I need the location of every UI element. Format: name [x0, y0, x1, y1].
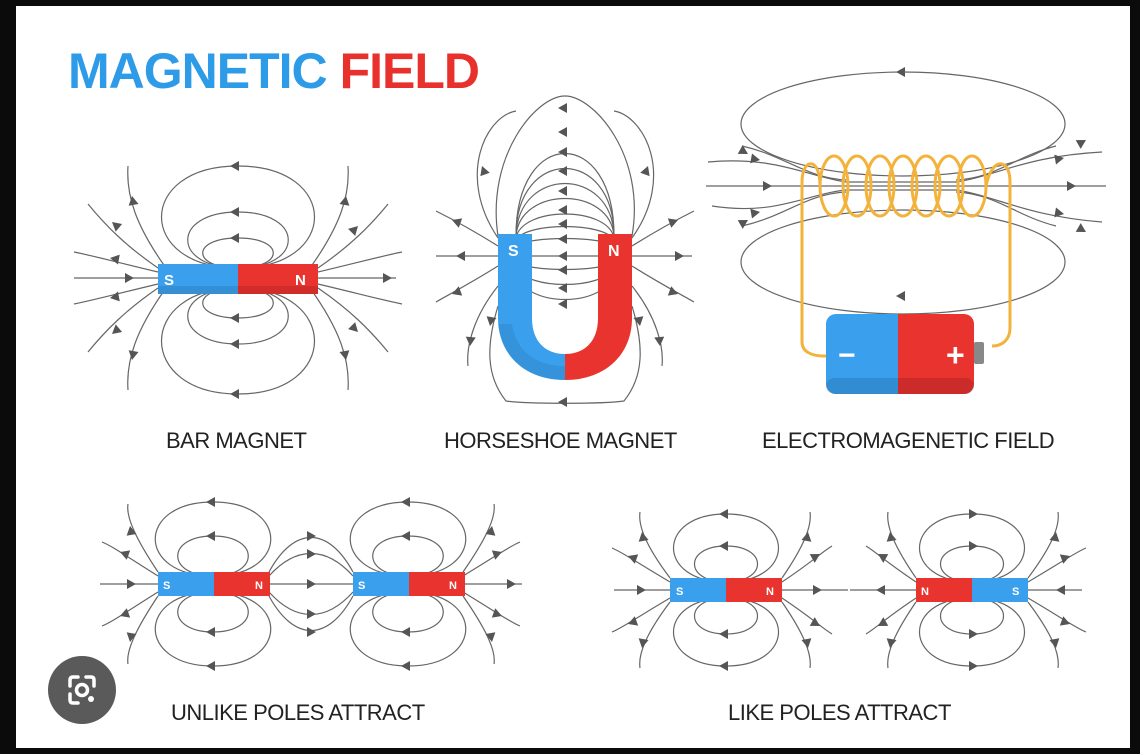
battery-plus-label: + — [946, 337, 965, 373]
unlike-s2-label: S — [358, 580, 365, 592]
battery — [826, 314, 984, 394]
label-like-poles: LIKE POLES ATTRACT — [728, 700, 951, 725]
horseshoe-south-label: S — [508, 243, 519, 260]
unlike-n2-label: N — [449, 580, 457, 592]
unlike-poles-magnets — [158, 572, 465, 596]
label-bar-magnet: BAR MAGNET — [166, 428, 307, 453]
lens-camera-icon[interactable] — [48, 656, 116, 724]
like-poles-magnets — [670, 578, 1028, 602]
like-s1-label: S — [676, 586, 683, 598]
bar-north-label: N — [295, 272, 306, 289]
magnetic-field-illustration: S N S N S N S N S N N S − + — [73, 67, 1106, 671]
like-s2-label: S — [1012, 586, 1019, 598]
title-magnetic: MAGNETIC — [68, 43, 328, 99]
electromagnet-diagram — [706, 71, 1106, 315]
like-n2-label: N — [921, 586, 929, 598]
unlike-n1-label: N — [255, 580, 263, 592]
label-horseshoe-magnet: HORSESHOE MAGNET — [444, 428, 677, 453]
unlike-s1-label: S — [163, 580, 170, 592]
title-field: FIELD — [339, 43, 480, 99]
bar-south-label: S — [164, 272, 174, 289]
electromagnet-coil — [800, 154, 1012, 358]
page-title: MAGNETIC FIELD — [68, 43, 480, 99]
like-n1-label: N — [766, 586, 774, 598]
diagram-frame: S N S N S N S N S N N S − + MAGNETIC FIE… — [16, 6, 1130, 748]
horseshoe-north-label: N — [608, 243, 620, 260]
horseshoe-magnet — [498, 234, 632, 380]
lens-glyph — [68, 675, 96, 705]
label-unlike-poles: UNLIKE POLES ATTRACT — [171, 700, 425, 725]
label-electromagnetic-field: ELECTROMAGENETIC FIELD — [762, 428, 1055, 453]
battery-minus-label: − — [838, 339, 856, 372]
bar-magnet — [158, 264, 318, 294]
